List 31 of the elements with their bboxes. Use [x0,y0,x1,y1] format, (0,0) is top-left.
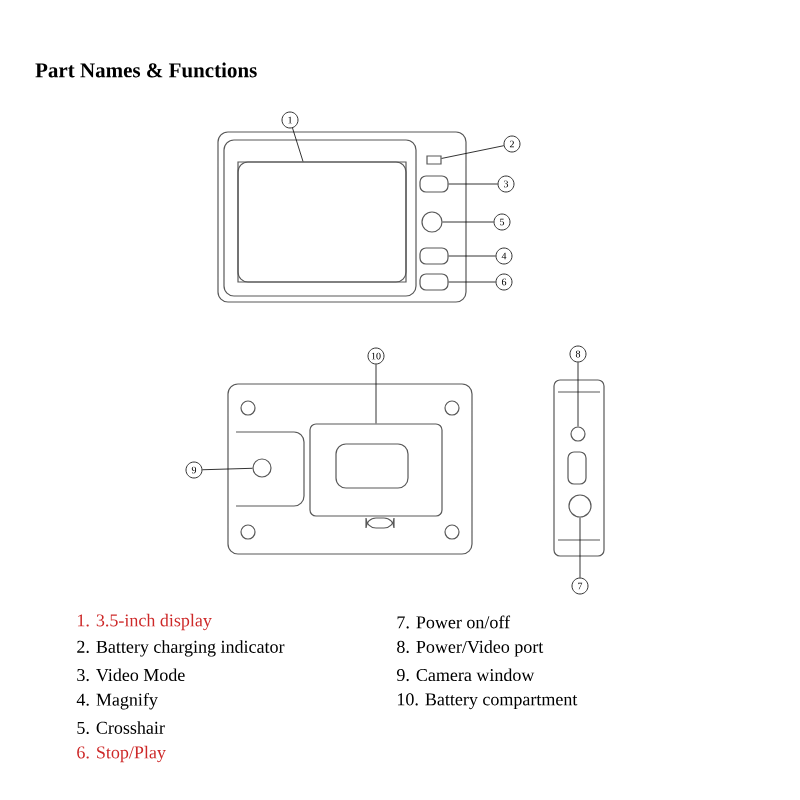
indicator-light [426,155,442,165]
list-item: 5. Crosshair [77,721,165,734]
list-item: 4. Magnify [76,692,158,710]
list-item: 3. Video Mode [77,668,185,682]
battery-compartment [309,423,443,517]
display-screen [237,161,407,283]
power-button [568,494,592,518]
power-port [570,426,586,442]
list-item: 1. 3.5-inch display [77,613,212,631]
list-item: 6. Stop/Play [77,745,166,763]
leader-line [375,364,377,424]
leader-line [448,183,498,185]
list-item: 2. Battery charging indicator [77,640,285,657]
leader-line [442,221,494,223]
leader-line [202,467,253,471]
list-item: 9. Camera window [396,668,535,682]
leader-line [448,281,496,283]
crosshair-button [421,211,443,233]
list-item: 7. Power on/off [397,615,511,629]
leader-line [441,145,505,159]
list-item: 10. Battery compartment [397,693,578,710]
leader-line [579,517,581,578]
list-item: 8. Power/Video port [397,640,544,657]
leader-line [577,362,579,427]
camera-window [252,458,272,478]
video-button [419,175,449,193]
play-button [419,273,449,291]
leader-line [448,255,496,257]
title: Part Names & Functions [35,62,257,78]
leader-line [292,127,304,162]
magnify-button [419,247,449,265]
